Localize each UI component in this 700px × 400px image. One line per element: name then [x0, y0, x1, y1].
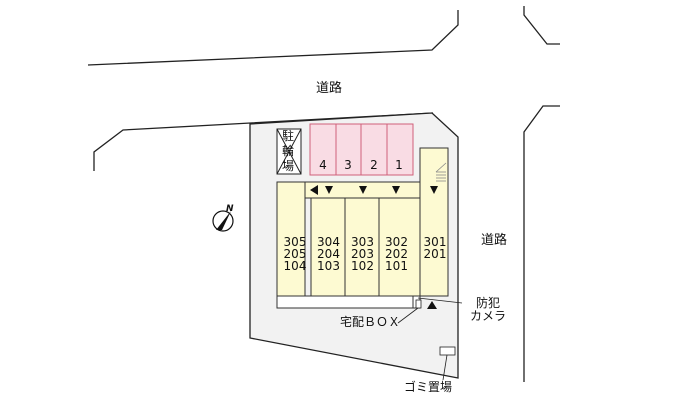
security-camera-label-1: 防犯 — [476, 296, 501, 310]
garbage-area-icon — [439, 346, 456, 356]
security-camera-label-2: カメラ — [470, 309, 507, 323]
entry-arrows — [310, 185, 438, 195]
road-edge-top-right — [523, 6, 560, 45]
balcony-strip — [276, 295, 421, 309]
bike-parking-label: 駐輪場 — [282, 129, 295, 173]
parking-space-3: 3 — [344, 158, 352, 172]
building-left-block — [276, 181, 306, 297]
parking-space-2: 2 — [370, 158, 378, 172]
garbage-area-label: ゴミ置場 — [404, 380, 453, 394]
unit-column-303: 303 203 102 — [351, 235, 374, 273]
delivery-box-icon — [415, 299, 422, 309]
camera-icon — [427, 301, 437, 309]
delivery-box-label: 宅配ＢＯＸ — [340, 315, 401, 329]
compass-label: N — [226, 204, 234, 214]
road-label-top: 道路 — [316, 81, 343, 96]
road-label-right: 道路 — [481, 233, 508, 248]
unit-column-301: 301 201 — [423, 235, 447, 261]
north-arrow-icon — [212, 210, 234, 232]
unit-column-302: 302 202 101 — [385, 235, 408, 273]
parking-space-4: 4 — [319, 158, 327, 172]
unit-column-305: 305 205 104 — [283, 235, 307, 273]
stairs-icon — [435, 162, 447, 182]
unit-column-304: 304 204 103 — [317, 235, 340, 273]
road-edge-left — [93, 112, 434, 171]
road-edge-top — [87, 10, 459, 66]
parking-space-1: 1 — [395, 158, 403, 172]
building-units-block — [310, 197, 421, 297]
road-edge-right — [523, 105, 560, 382]
stair-block — [419, 147, 449, 297]
parking-area — [309, 123, 414, 176]
bike-parking-box — [276, 128, 302, 175]
